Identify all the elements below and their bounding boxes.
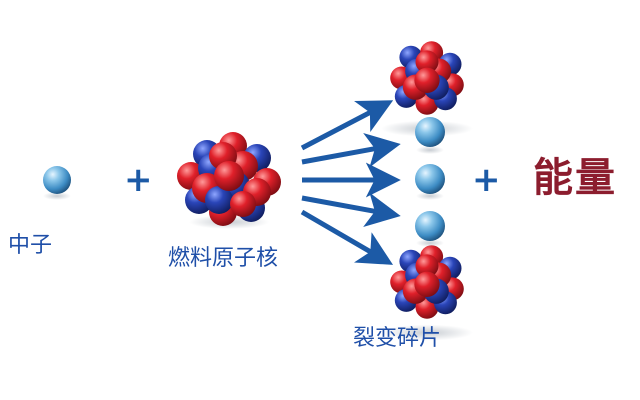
fuel-nucleus-label: 燃料原子核 — [168, 246, 279, 271]
plus-sign-1: + — [124, 160, 153, 200]
released-neutron-3 — [415, 211, 445, 247]
neutron-sphere — [205, 186, 233, 214]
incoming-neutron — [43, 166, 71, 200]
neutron-label: 中子 — [8, 233, 53, 258]
arrow-2 — [301, 133, 401, 168]
arrow-4 — [301, 192, 401, 227]
proton-sphere — [415, 254, 439, 278]
proton-sphere — [414, 67, 440, 93]
plus-sign-2: + — [472, 160, 501, 200]
fission-fragments-label: 裂变碎片 — [353, 326, 442, 351]
fission-arrows — [300, 100, 401, 265]
fuel-nucleus — [177, 132, 281, 229]
fission-fragment-top — [381, 41, 473, 137]
released-neutron-2 — [415, 164, 445, 200]
arrow-1 — [300, 100, 394, 151]
proton-sphere — [414, 271, 440, 297]
fission-fragment-bottom — [381, 245, 473, 341]
energy-label: 能量 — [533, 155, 617, 201]
proton-sphere — [415, 50, 439, 74]
proton-sphere — [214, 161, 244, 191]
released-neutron-1 — [415, 117, 445, 154]
arrow-5 — [300, 209, 394, 265]
proton-sphere — [230, 191, 256, 217]
